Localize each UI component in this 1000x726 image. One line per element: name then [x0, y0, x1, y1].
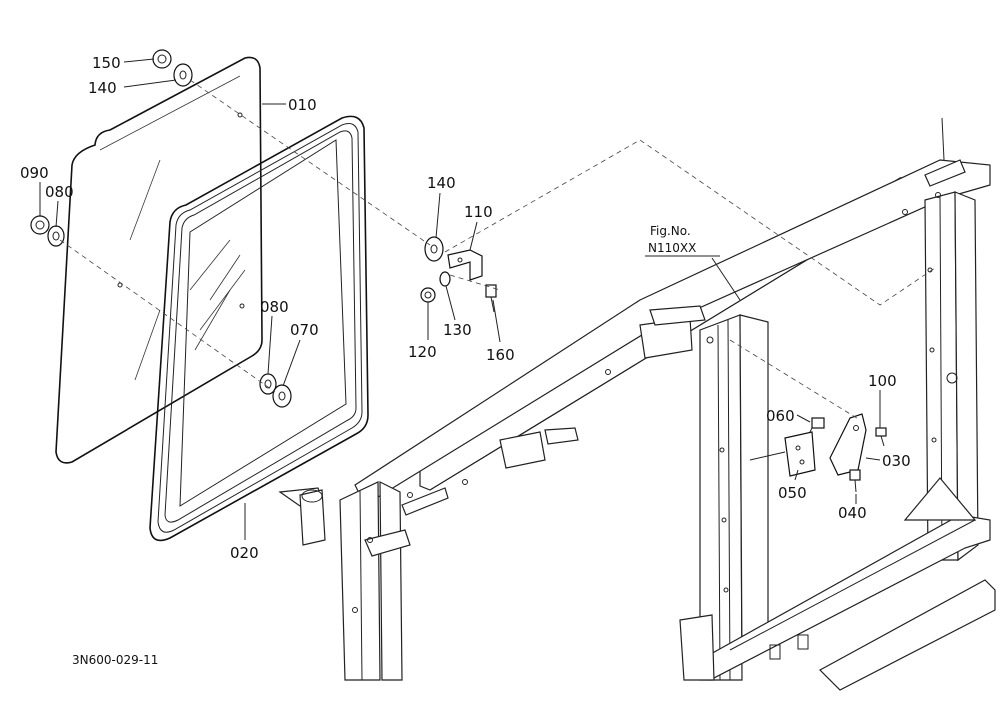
bolt-160 [485, 284, 497, 313]
callout-140-top: 140 [88, 79, 117, 97]
bolt-040 [849, 469, 861, 493]
reference-fig-number: N110XX [648, 241, 696, 255]
callout-140-mid: 140 [427, 174, 456, 192]
nut-150 [152, 49, 172, 69]
callout-020: 020 [230, 544, 259, 562]
callout-080-left: 080 [45, 183, 74, 201]
drawing-code: 3N600-029-11 [72, 653, 158, 667]
hinge-030 [829, 413, 867, 476]
bracket-110 [447, 249, 483, 281]
bolt-100 [875, 427, 887, 447]
callout-070: 070 [290, 321, 319, 339]
callout-040: 040 [838, 504, 867, 522]
callout-120: 120 [408, 343, 437, 361]
callout-130: 130 [443, 321, 472, 339]
callout-100: 100 [868, 372, 897, 390]
plate-050 [784, 431, 816, 477]
washer-080-left [47, 225, 65, 247]
washer-140-mid [424, 236, 444, 262]
callout-160: 160 [486, 346, 515, 364]
callout-110: 110 [464, 203, 493, 221]
callout-010: 010 [288, 96, 317, 114]
callout-030: 030 [882, 452, 911, 470]
weatherstrip-020 [149, 115, 369, 542]
centerlines [59, 79, 936, 421]
cab-frame [278, 117, 996, 691]
washer-130 [439, 271, 451, 287]
window-glass-010 [55, 56, 263, 464]
nut-090 [30, 215, 50, 235]
callout-080-lower: 080 [260, 298, 289, 316]
leader-lines [39, 58, 881, 540]
callout-050: 050 [778, 484, 807, 502]
washer-140-top [173, 63, 193, 87]
nut-120 [420, 287, 436, 303]
washer-070 [272, 384, 292, 408]
callout-090: 090 [20, 164, 49, 182]
callout-060: 060 [766, 407, 795, 425]
reference-fig-label: Fig.No. [650, 224, 691, 238]
callout-150: 150 [92, 54, 121, 72]
